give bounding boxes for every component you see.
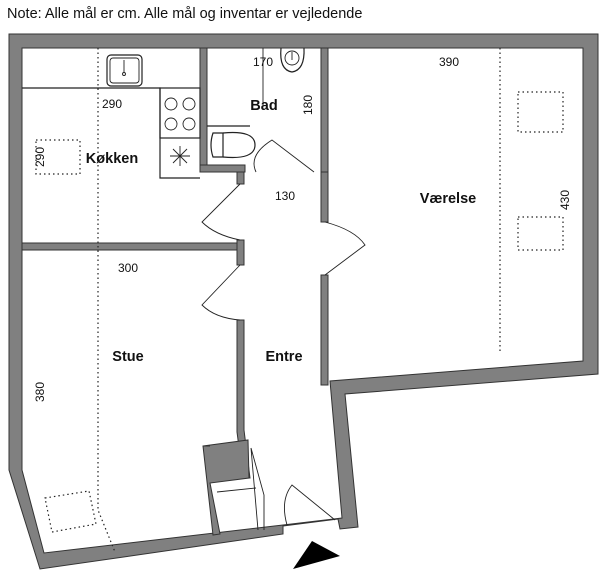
dim-bath-width: 170 — [253, 55, 273, 69]
room-label-entrance: Entre — [265, 349, 302, 365]
kitchen-sink — [106, 54, 143, 87]
room-label-living: Stue — [112, 349, 143, 365]
closet-shelf — [216, 487, 257, 493]
bedroom-door — [324, 221, 366, 276]
fridge-icon — [170, 146, 190, 166]
dim-kitchen-depth: 290 — [33, 147, 47, 167]
closet-wall — [202, 439, 250, 536]
dim-bath-depth: 180 — [301, 95, 315, 115]
kitchen-door — [201, 183, 241, 241]
room-label-bedroom: Værelse — [420, 191, 476, 207]
wall-bath-right — [320, 47, 329, 173]
room-label-kitchen: Køkken — [86, 151, 138, 167]
dim-living-width: 300 — [118, 261, 138, 275]
wall-entrance-left-mid — [236, 239, 245, 266]
dim-bedroom-depth: 430 — [558, 190, 572, 210]
room-label-bath: Bad — [250, 98, 277, 114]
dim-line-kitchen-living — [97, 48, 116, 553]
living-door — [201, 264, 241, 321]
wall-bedroom-left-bottom — [320, 274, 329, 386]
window-marker — [35, 139, 81, 175]
wall-bath-bottom — [199, 164, 246, 173]
bath-door — [253, 139, 315, 173]
entrance-arrow-icon — [293, 541, 340, 569]
window-marker — [517, 91, 564, 133]
window-marker — [517, 216, 564, 251]
dim-kitchen-width: 290 — [102, 97, 122, 111]
outer-wall — [8, 33, 599, 570]
window-marker — [44, 490, 97, 533]
washbasin — [280, 47, 305, 73]
wall-entrance-left-bottom — [236, 319, 251, 479]
stove-burners — [164, 97, 196, 131]
stove — [159, 87, 201, 139]
front-door — [283, 484, 336, 526]
dim-living-depth: 380 — [33, 382, 47, 402]
plan-note: Note: Alle mål er cm. Alle mål og invent… — [7, 6, 363, 22]
dim-bedroom-width: 390 — [439, 55, 459, 69]
wall-bedroom-left-top — [320, 171, 329, 223]
closet-door — [250, 447, 265, 531]
wall-entrance-left-top — [236, 171, 245, 185]
dim-entrance-width: 130 — [275, 189, 295, 203]
toilet — [210, 131, 256, 159]
wall-kitchen-living — [21, 242, 244, 251]
wall-kitchen-bath — [199, 47, 208, 173]
